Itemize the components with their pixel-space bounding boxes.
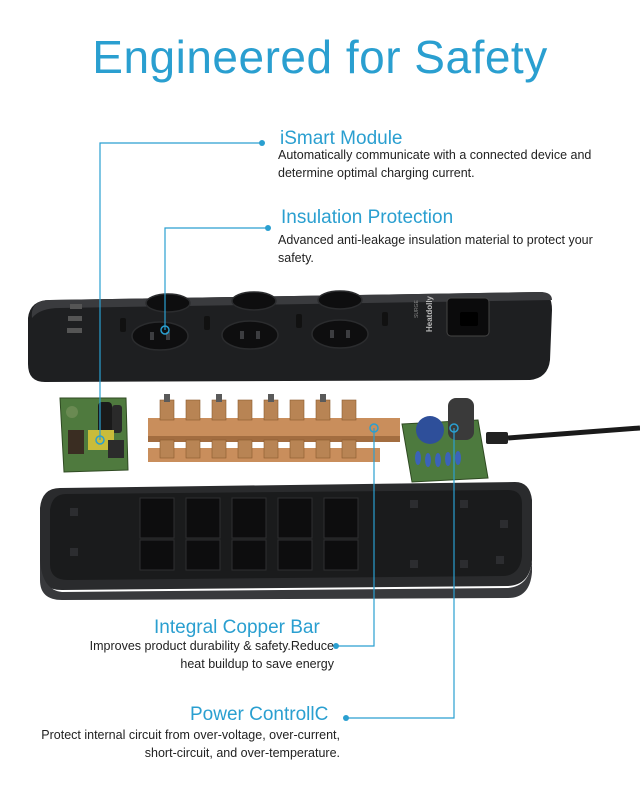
- feature-desc-line: safety.: [278, 251, 314, 265]
- callout-lines: [99, 142, 455, 719]
- left-pcb: [59, 397, 129, 473]
- feature-desc-line: Improves product durability & safety.Red…: [89, 639, 334, 653]
- right-pcb: [401, 398, 640, 483]
- feature-desc-power-control: Protect internal circuit from over-volta…: [18, 726, 340, 762]
- brand-logo: Heatdolly: [425, 295, 434, 332]
- copper-bars: [148, 394, 400, 462]
- callout-end-rings: [95, 325, 459, 445]
- top-cover: SURGE Heatdolly: [28, 290, 553, 382]
- callout-dots: [259, 140, 349, 721]
- feature-title-power-control: Power ControllC: [190, 704, 329, 725]
- feature-desc-insulation: Advanced anti-leakage insulation materia…: [278, 231, 593, 267]
- svg-text:SURGE: SURGE: [414, 300, 420, 318]
- feature-desc-line: short-circuit, and over-temperature.: [144, 746, 340, 760]
- feature-title-copper-bar: Integral Copper Bar: [154, 617, 320, 638]
- feature-desc-line: determine optimal charging current.: [278, 166, 475, 180]
- feature-desc-line: Advanced anti-leakage insulation materia…: [278, 233, 593, 247]
- feature-title-insulation: Insulation Protection: [281, 207, 454, 228]
- feature-desc-line: Automatically communicate with a connect…: [278, 148, 592, 162]
- feature-desc-ismart: Automatically communicate with a connect…: [278, 146, 591, 182]
- feature-desc-line: heat buildup to save energy: [180, 657, 334, 671]
- page-title: Engineered for Safety: [92, 31, 548, 83]
- feature-desc-copper-bar: Improves product durability & safety.Red…: [72, 637, 334, 673]
- feature-title-ismart: iSmart Module: [280, 128, 403, 149]
- bottom-housing: [40, 482, 532, 600]
- feature-desc-line: Protect internal circuit from over-volta…: [41, 728, 340, 742]
